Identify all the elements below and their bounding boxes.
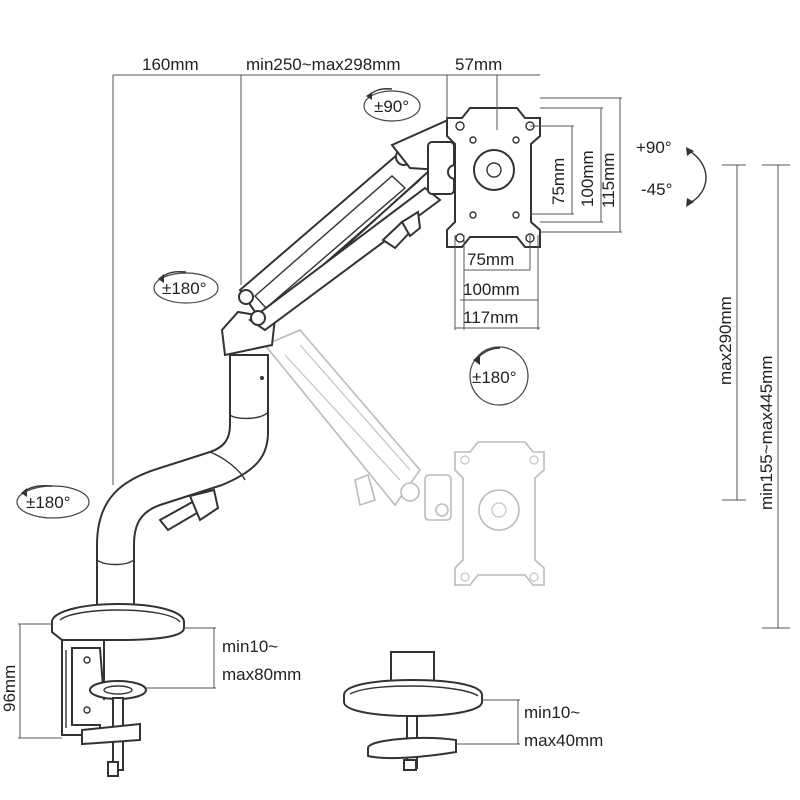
grommet-range-line2: max40mm <box>524 731 603 750</box>
dim-top-left-label: 160mm <box>142 55 199 74</box>
arm-rotation-label: ±180° <box>162 279 207 298</box>
rotation-badge-base <box>16 485 90 519</box>
tilt-arrow <box>686 147 707 207</box>
head-rotation-label: ±90° <box>374 97 409 116</box>
rotation-badge-screen <box>469 346 529 406</box>
vesa-height-75-label: 75mm <box>549 158 568 205</box>
desk-clamp-base <box>51 602 185 777</box>
vesa-height-115-label: 115mm <box>599 153 618 208</box>
rotation-badge-head <box>363 88 421 122</box>
circular-arrow-icon <box>158 274 164 283</box>
dimension-lines <box>18 74 790 745</box>
grommet-range-line1: min10~ <box>524 703 580 722</box>
tilt-up-label: +90° <box>636 138 672 157</box>
rotation-badge-arm <box>153 271 219 304</box>
vesa-width-100-label: 100mm <box>463 280 520 299</box>
vesa-width-117-label: 117mm <box>463 308 518 327</box>
clamp-height-label: 96mm <box>0 665 19 712</box>
clamp-range-line2: max80mm <box>222 665 301 684</box>
circular-arrow-icon <box>366 92 372 100</box>
grommet-base <box>343 651 483 771</box>
main-arm <box>96 118 463 611</box>
lowered-vesa-plate-ghost <box>454 441 545 586</box>
base-rotation-label: ±180° <box>26 493 71 512</box>
vesa-plate <box>446 107 541 248</box>
clamp-range-line1: min10~ <box>222 637 278 656</box>
tilt-down-label: -45° <box>641 180 672 199</box>
dim-top-right-label: 57mm <box>455 55 502 74</box>
screen-rotation-label: ±180° <box>472 368 517 387</box>
height-range-label: min155~max445mm <box>757 356 776 511</box>
circular-arrow-icon <box>473 355 480 365</box>
height-max-label: max290mm <box>716 296 735 385</box>
vesa-height-100-label: 100mm <box>578 150 597 207</box>
curved-arrow-icon <box>687 149 707 205</box>
vesa-width-75-label: 75mm <box>467 250 514 269</box>
circular-arrow-icon <box>21 488 27 497</box>
lowered-arm-ghost <box>263 329 452 521</box>
dim-top-mid-label: min250~max298mm <box>246 55 401 74</box>
